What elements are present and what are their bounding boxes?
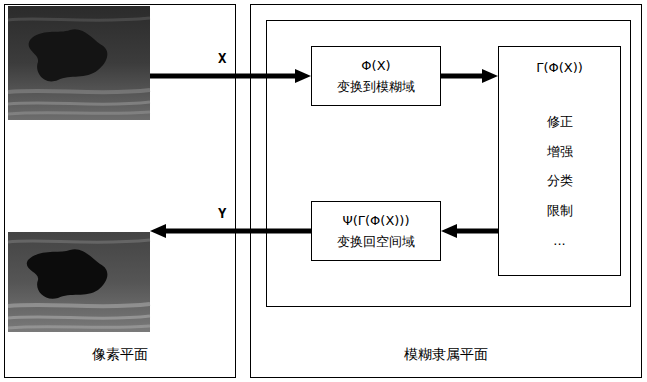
step-text: 变换回空间域 <box>337 233 415 250</box>
process-box: Ψ(Γ(Φ(X))) 变换回空间域 <box>311 201 441 261</box>
step-text: 分类 <box>547 172 573 189</box>
step-text: 变换到模糊域 <box>337 78 415 95</box>
plane-panel: 模糊隶属平面 Φ(X) 变换到模糊域 Γ(Φ(X)) 修正增强分类限制... Ψ(Γ(Φ(… <box>250 4 642 378</box>
flow-arrow <box>441 74 488 79</box>
step-text: 修正 <box>547 113 573 130</box>
step-text: ... <box>553 232 565 249</box>
process-box: Γ(Φ(X)) 修正增强分类限制... <box>498 46 621 276</box>
formula-text: Γ(Φ(X)) <box>536 59 583 76</box>
signal-label: Y <box>216 205 228 221</box>
ultrasound-image <box>8 6 150 120</box>
plane-title: 模糊隶属平面 <box>404 346 488 363</box>
signal-label: X <box>216 50 228 66</box>
inner-frame <box>267 21 631 307</box>
ultrasound-image <box>8 232 150 332</box>
plane-panel: 像素平面 <box>4 4 236 378</box>
flow-arrow <box>451 229 498 234</box>
step-text: 限制 <box>547 202 573 219</box>
step-text: 增强 <box>547 143 573 160</box>
formula-text: Φ(X) <box>361 57 390 74</box>
formula-text: Ψ(Γ(Φ(X))) <box>342 212 409 229</box>
plane-title: 像素平面 <box>92 346 148 363</box>
input-arrow <box>150 74 301 79</box>
process-box: Φ(X) 变换到模糊域 <box>311 46 441 106</box>
